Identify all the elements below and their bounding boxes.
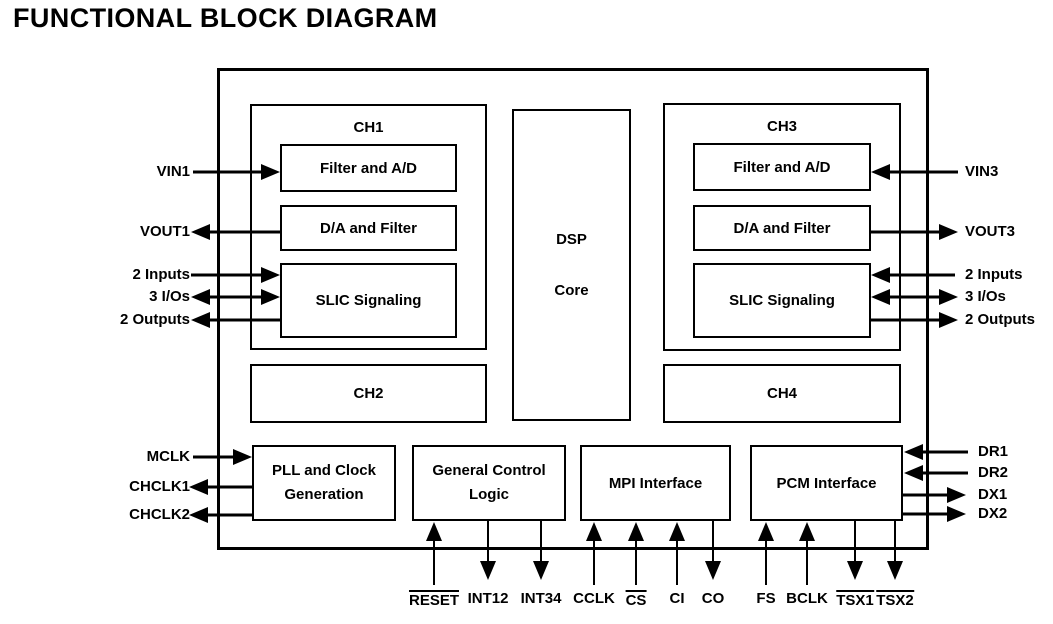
arrowhead-icon bbox=[191, 312, 210, 328]
arrowhead-icon bbox=[887, 561, 903, 580]
ch3-da-filter-label: D/A and Filter bbox=[733, 219, 831, 237]
pin-label-vout1: VOUT1 bbox=[139, 223, 190, 240]
pcm-interface-label: PCM Interface bbox=[776, 474, 877, 492]
page-title: FUNCTIONAL BLOCK DIAGRAM bbox=[13, 3, 438, 33]
pin-label-vin3: VIN3 bbox=[965, 163, 999, 180]
tsx1-overline-label: TSX1 bbox=[836, 590, 874, 609]
pin-label-int34: INT34 bbox=[520, 590, 562, 607]
arrowhead-icon bbox=[947, 487, 966, 503]
pin-label-int12: INT12 bbox=[467, 590, 509, 607]
pll-clock-generation-text: PLL and Clock Generation bbox=[272, 459, 376, 507]
reset-overline-label: RESET bbox=[408, 590, 460, 609]
arrowhead-icon bbox=[191, 289, 210, 305]
arrowhead-icon bbox=[189, 479, 208, 495]
ch3-da-filter-block: D/A and Filter bbox=[693, 205, 871, 251]
tsx2-overline-label: TSX2 bbox=[876, 590, 914, 609]
pin-label-2-inputs-left: 2 Inputs bbox=[132, 266, 190, 283]
pin-label-2-outputs-right: 2 Outputs bbox=[965, 311, 1035, 328]
pin-label-tsx1: TSX1 bbox=[836, 590, 874, 610]
arrowhead-icon bbox=[939, 224, 958, 240]
general-control-logic-text: General Control Logic bbox=[432, 459, 545, 507]
pin-label-chclk2: CHCLK2 bbox=[129, 506, 190, 523]
mpi-interface-block: MPI Interface bbox=[580, 445, 731, 521]
ch1-slic-signaling-block: SLIC Signaling bbox=[280, 263, 457, 338]
pin-label-3-ios-right: 3 I/Os bbox=[965, 288, 1006, 305]
pin-label-co: CO bbox=[701, 590, 725, 607]
dsp-core-block: DSP Core bbox=[512, 109, 631, 421]
dsp-label: DSP bbox=[556, 231, 587, 248]
ch1-label: CH1 bbox=[353, 119, 384, 136]
ch4-block: CH4 bbox=[663, 364, 901, 423]
pin-label-vin1: VIN1 bbox=[156, 163, 190, 180]
arrowhead-icon bbox=[191, 224, 210, 240]
arrowhead-icon bbox=[847, 561, 863, 580]
pin-label-fs: FS bbox=[756, 590, 776, 607]
pll-clock-generation-block: PLL and Clock Generation bbox=[252, 445, 396, 521]
pcm-interface-block: PCM Interface bbox=[750, 445, 903, 521]
ch2-block: CH2 bbox=[250, 364, 487, 423]
mpi-interface-label: MPI Interface bbox=[608, 474, 703, 492]
general-control-logic-block: General Control Logic bbox=[412, 445, 566, 521]
pll-line2: Generation bbox=[284, 486, 364, 503]
pin-label-cs: CS bbox=[625, 590, 647, 610]
dsp-core-text: DSP Core bbox=[514, 111, 629, 419]
pin-label-dx1: DX1 bbox=[978, 486, 1008, 503]
arrowhead-icon bbox=[189, 507, 208, 523]
ch3-filter-ad-block: Filter and A/D bbox=[693, 143, 871, 191]
pin-label-dr2: DR2 bbox=[978, 464, 1009, 481]
pin-label-2-outputs-left: 2 Outputs bbox=[120, 311, 190, 328]
arrowhead-icon bbox=[705, 561, 721, 580]
pin-label-2-inputs-right: 2 Inputs bbox=[965, 266, 1023, 283]
pin-label-dr1: DR1 bbox=[978, 443, 1009, 460]
gcl-line1: General Control bbox=[432, 462, 546, 479]
ch3-slic-signaling-block: SLIC Signaling bbox=[693, 263, 871, 338]
ch1-da-filter-label: D/A and Filter bbox=[320, 219, 417, 237]
pin-label-dx2: DX2 bbox=[978, 505, 1008, 522]
arrowhead-icon bbox=[947, 506, 966, 522]
gcl-line2: Logic bbox=[468, 486, 509, 503]
ch3-filter-ad-label: Filter and A/D bbox=[733, 158, 831, 176]
arrowhead-icon bbox=[533, 561, 549, 580]
ch3-slic-signaling-label: SLIC Signaling bbox=[729, 292, 835, 309]
ch1-filter-ad-label: Filter and A/D bbox=[320, 159, 417, 177]
arrowhead-icon bbox=[480, 561, 496, 580]
pin-label-ci: CI bbox=[669, 590, 685, 607]
pin-label-vout3: VOUT3 bbox=[965, 223, 1016, 240]
pin-label-cclk: CCLK bbox=[573, 590, 615, 607]
ch1-slic-signaling-label: SLIC Signaling bbox=[315, 292, 422, 309]
ch3-label: CH3 bbox=[766, 118, 797, 135]
core-label: Core bbox=[554, 282, 589, 299]
ch4-label: CH4 bbox=[766, 385, 797, 402]
pin-label-chclk1: CHCLK1 bbox=[129, 478, 190, 495]
pll-line1: PLL and Clock bbox=[272, 462, 376, 479]
pin-label-mclk: MCLK bbox=[146, 448, 190, 465]
ch1-da-filter-block: D/A and Filter bbox=[280, 205, 457, 251]
arrowhead-icon bbox=[939, 289, 958, 305]
pin-label-reset: RESET bbox=[408, 590, 460, 610]
arrowhead-icon bbox=[939, 312, 958, 328]
pin-label-bclk: BCLK bbox=[786, 590, 828, 607]
cs-overline-label: CS bbox=[625, 590, 647, 609]
ch1-filter-ad-block: Filter and A/D bbox=[280, 144, 457, 192]
pin-label-3-ios-left: 3 I/Os bbox=[149, 288, 190, 305]
pin-label-tsx2: TSX2 bbox=[876, 590, 914, 610]
ch2-label: CH2 bbox=[353, 385, 384, 402]
